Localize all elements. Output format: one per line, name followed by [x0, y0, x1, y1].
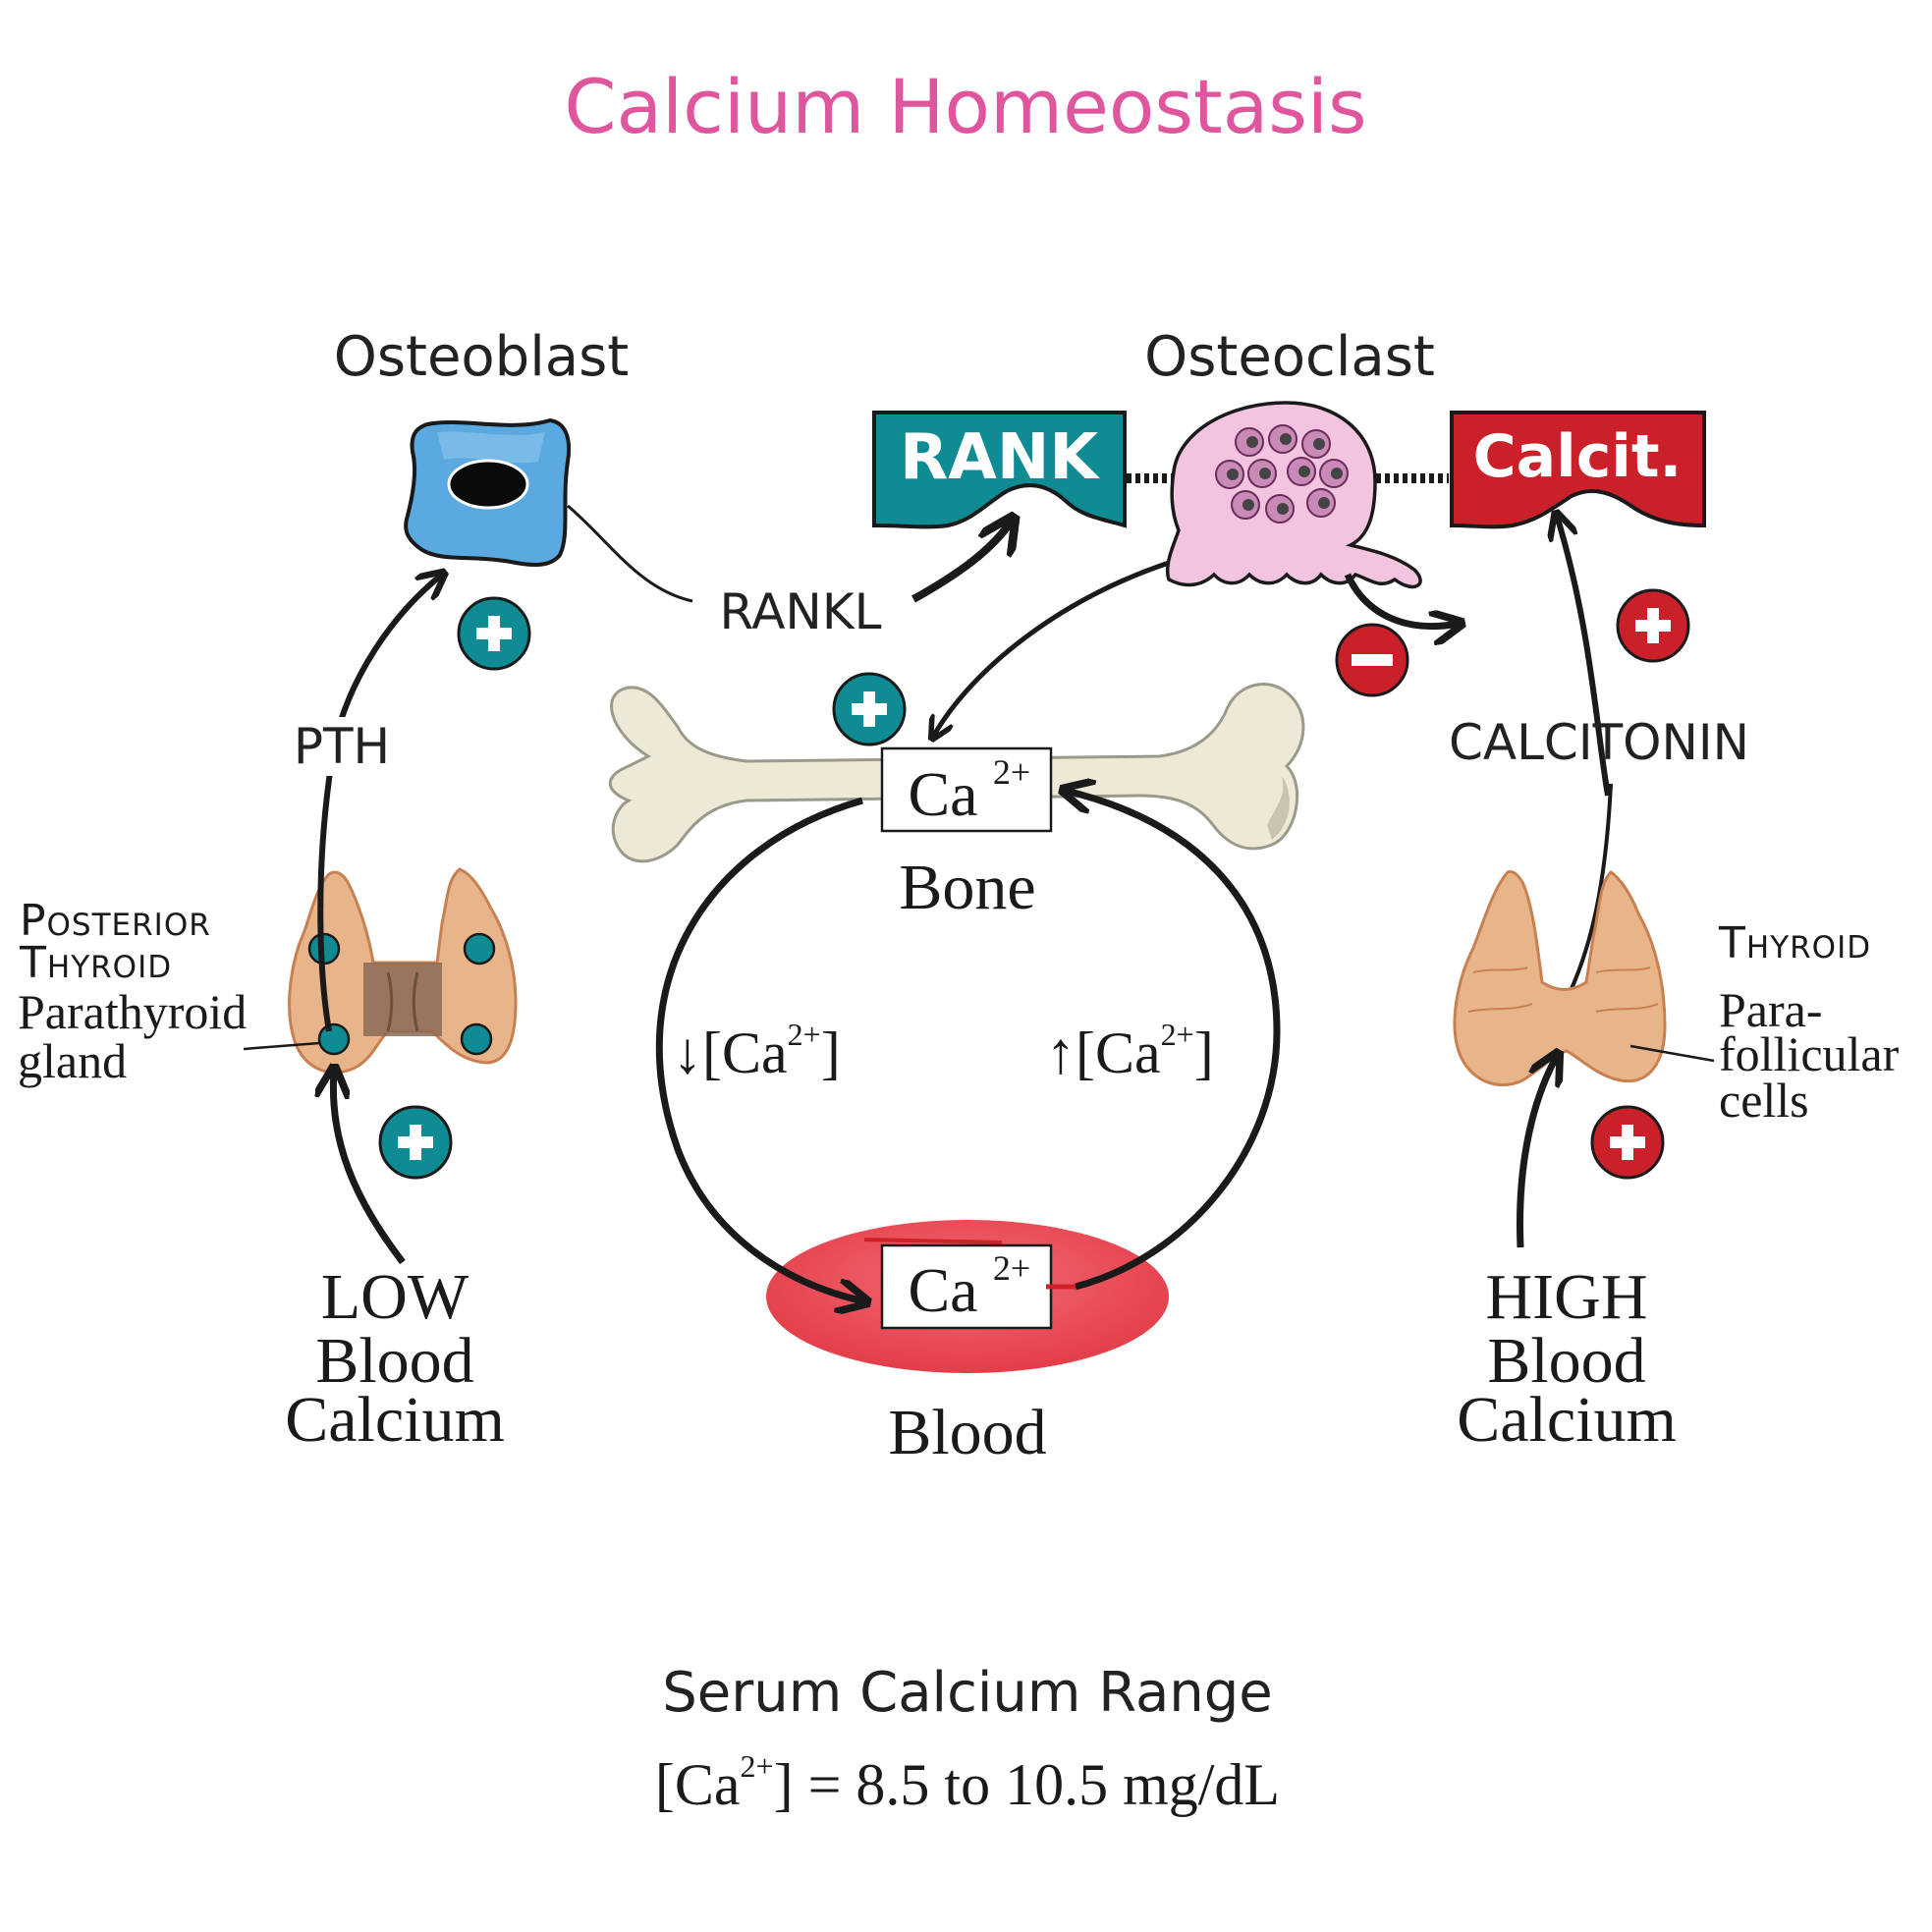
high-blood-label: Blood	[1487, 1325, 1645, 1397]
plus-badge-parathyroid	[378, 1105, 453, 1180]
thyroid-label-left: Thyroid	[19, 938, 172, 988]
low-blood-label: Blood	[315, 1325, 473, 1397]
parathyroid-node-4	[460, 1022, 493, 1056]
osteoblast-label: Osteoblast	[334, 325, 629, 389]
pth-label: PTH	[294, 718, 390, 775]
range-value: ] = 8.5 to 10.5 mg/dL	[774, 1752, 1280, 1817]
rank-label: RANK	[900, 421, 1100, 494]
high-label: HIGH	[1486, 1261, 1648, 1333]
increase-close: ]	[1194, 1021, 1214, 1085]
low-label: LOW	[321, 1261, 469, 1333]
parathyroid-node-2	[463, 932, 496, 966]
range-title: Serum Calcium Range	[662, 1661, 1273, 1725]
plus-badge-calcitonin	[1616, 588, 1690, 663]
follicular-label: follicular	[1719, 1026, 1900, 1081]
bone-ion-symbol: Ca	[908, 759, 977, 829]
low-calcium-label: Calcium	[285, 1384, 505, 1456]
cells-label: cells	[1719, 1073, 1809, 1128]
osteoclast-cell	[1166, 401, 1422, 589]
increase-charge: 2+	[1161, 1017, 1194, 1052]
svg-text:↑[Ca2+]: ↑[Ca2+]	[1046, 1017, 1214, 1085]
calcitonin-receptor: Calcit.	[1450, 411, 1706, 529]
thyroid-gland	[1453, 870, 1667, 1086]
plus-badge-thyroid	[1590, 1105, 1665, 1180]
decrease-charge: 2+	[788, 1017, 821, 1052]
bone-calcium-box: Ca 2+	[880, 746, 1053, 833]
plus-badge-osteoblast	[457, 596, 531, 671]
decrease-label: ↓[Ca	[673, 1021, 788, 1085]
posterior-label: Posterior	[20, 896, 211, 946]
calcit-label: Calcit.	[1473, 422, 1683, 491]
parathyroid-label: Parathyroid	[18, 984, 247, 1039]
calcitonin-label: CALCITONIN	[1449, 714, 1749, 771]
blood-ion-symbol: Ca	[908, 1255, 977, 1325]
bone-label: Bone	[899, 852, 1035, 923]
rank-receptor: RANK	[872, 411, 1127, 529]
range-prefix: [Ca	[655, 1752, 741, 1817]
osteoblast-nucleus	[447, 459, 529, 510]
svg-text:[Ca2+] = 8.5 to 10.5 mg/dL: [Ca2+] = 8.5 to 10.5 mg/dL	[655, 1748, 1280, 1817]
blood-label: Blood	[888, 1397, 1046, 1468]
minus-badge-calcitonin	[1335, 623, 1409, 697]
para-label: Para-	[1719, 982, 1823, 1037]
high-calcium-label: Calcium	[1457, 1384, 1677, 1456]
gland-label: gland	[18, 1033, 127, 1088]
blood-ion-charge: 2+	[993, 1248, 1030, 1288]
svg-text:↓[Ca2+]: ↓[Ca2+]	[673, 1017, 841, 1085]
blood-calcium-box: Ca 2+	[880, 1243, 1053, 1330]
osteoblast-cell	[404, 417, 571, 567]
plus-badge-osteoclast	[832, 672, 907, 746]
parathyroid-gland	[288, 867, 518, 1075]
page-title: Calcium Homeostasis	[564, 63, 1366, 150]
bone-ion-charge: 2+	[993, 752, 1030, 792]
increase-label: ↑[Ca	[1046, 1021, 1161, 1085]
decrease-close: ]	[821, 1021, 841, 1085]
parathyroid-node-3	[317, 1022, 351, 1056]
rankl-label: RANKL	[720, 583, 882, 640]
thyroid-label-right: Thyroid	[1718, 918, 1871, 968]
osteoclast-label: Osteoclast	[1144, 325, 1435, 389]
range-charge: 2+	[741, 1748, 774, 1784]
